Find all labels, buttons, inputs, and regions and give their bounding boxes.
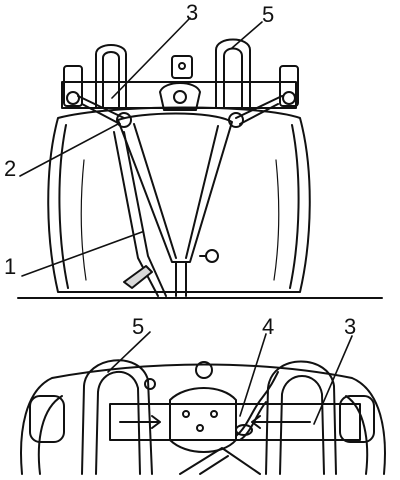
cord-loop bbox=[235, 424, 253, 436]
leader-4-bottom bbox=[239, 333, 267, 417]
bottom-view bbox=[20, 359, 386, 475]
side-toggle bbox=[205, 249, 219, 263]
centre-release bbox=[159, 82, 201, 111]
leader-lines bbox=[19, 17, 353, 425]
lug-left bbox=[144, 378, 156, 390]
ring-right bbox=[282, 91, 296, 105]
leader-5-top bbox=[231, 21, 263, 49]
ring-left bbox=[66, 91, 80, 105]
arrow-right bbox=[251, 415, 311, 429]
central-rail bbox=[109, 403, 361, 441]
buckle-left bbox=[63, 65, 83, 107]
callout-1-top: 1 bbox=[4, 254, 17, 279]
pack-top-outline bbox=[20, 363, 386, 475]
hanging-tab bbox=[175, 261, 187, 297]
top-rail bbox=[61, 81, 297, 109]
loop-strap-right bbox=[215, 38, 251, 109]
leader-3-bottom bbox=[313, 335, 353, 425]
callout-5-bottom: 5 bbox=[132, 314, 145, 339]
pack-seam-right bbox=[289, 124, 300, 289]
buckle-right bbox=[279, 65, 299, 107]
callout-3-bottom: 3 bbox=[344, 314, 357, 339]
leader-3-top bbox=[111, 17, 191, 99]
lug-centre bbox=[195, 361, 213, 379]
side-strap bbox=[113, 131, 159, 297]
leader-1-top bbox=[21, 231, 143, 277]
callout-4-bottom: 4 bbox=[262, 314, 275, 339]
loop-strap-3 bbox=[265, 360, 337, 475]
centre-clip bbox=[171, 55, 193, 79]
arm-left bbox=[77, 95, 125, 119]
leader-2-top bbox=[19, 123, 119, 177]
loop-strap-5 bbox=[81, 359, 153, 475]
strap-tip bbox=[123, 265, 153, 289]
inner-fold bbox=[179, 447, 261, 475]
arm-right bbox=[235, 95, 283, 119]
loop-strap-left bbox=[95, 44, 127, 109]
callout-3-top: 3 bbox=[186, 0, 199, 25]
cone-flap bbox=[117, 112, 233, 263]
arrow-left bbox=[119, 415, 161, 429]
top-view bbox=[17, 38, 383, 299]
release-plate bbox=[169, 387, 237, 453]
side-ring-left bbox=[29, 395, 65, 443]
pack-body bbox=[47, 106, 311, 293]
callout-2-top: 2 bbox=[4, 156, 17, 181]
pack-seam-left bbox=[58, 124, 69, 289]
callout-5-top: 5 bbox=[262, 2, 275, 27]
leader-5-bottom bbox=[107, 331, 151, 373]
side-ring-right bbox=[339, 395, 375, 443]
